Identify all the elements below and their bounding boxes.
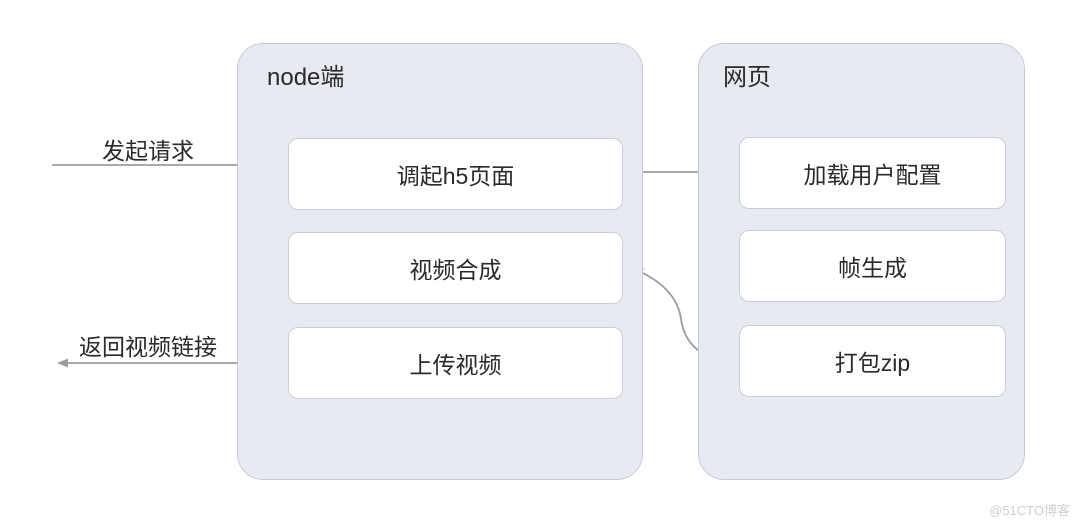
group-node-side: node端 调起h5页面 视频合成 上传视频 [237, 43, 643, 480]
box-upload-video: 上传视频 [288, 327, 623, 399]
group-node-side-title: node端 [267, 64, 345, 91]
box-invoke-h5-page: 调起h5页面 [288, 138, 623, 210]
box-pack-zip: 打包zip [739, 325, 1006, 397]
watermark-51cto: @51CTO博客 [989, 503, 1070, 518]
box-frame-generate: 帧生成 [739, 230, 1006, 302]
box-video-compose: 视频合成 [288, 232, 623, 304]
group-web-page: 网页 加载用户配置 帧生成 打包zip [698, 43, 1025, 480]
label-incoming-request: 发起请求 [102, 138, 194, 164]
box-load-user-config: 加载用户配置 [739, 137, 1006, 209]
group-web-page-title: 网页 [723, 64, 771, 91]
label-return-video-link: 返回视频链接 [79, 334, 217, 360]
